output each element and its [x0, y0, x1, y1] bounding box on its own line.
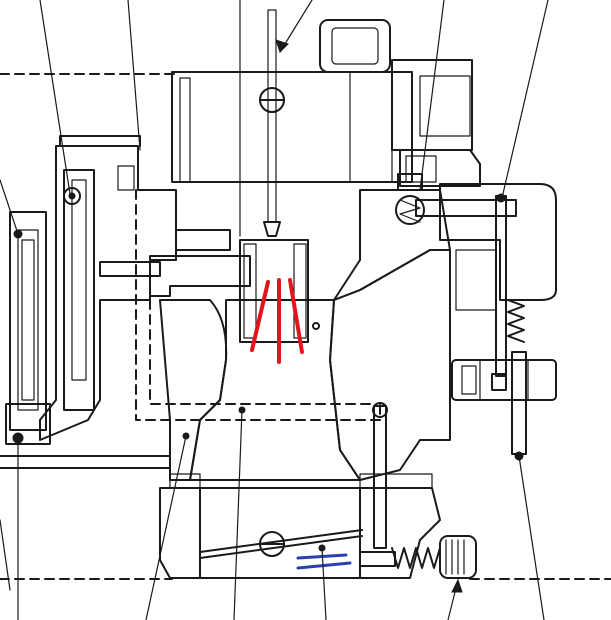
- upper-shoulder: [175, 189, 451, 301]
- upper-air-horn-housing: [171, 59, 473, 183]
- venturi-bore: [189, 299, 361, 481]
- fuel-spray: [250, 278, 304, 364]
- main-body-left: [159, 299, 228, 481]
- float-chamber-wall: [39, 135, 177, 441]
- main-body-right: [329, 249, 451, 481]
- main-jet-tube: [99, 239, 309, 343]
- metering-needle: [259, 9, 285, 237]
- throttle-lever: [491, 351, 527, 461]
- dashed-outline-passage: [135, 189, 381, 421]
- bleed-hole-marker: [312, 322, 320, 330]
- vent-plug: [63, 187, 81, 205]
- throttle-plate-marks: [296, 553, 352, 570]
- gasket-right: [359, 473, 433, 489]
- idle-adjust-screw: [359, 535, 477, 579]
- choke-spring: [395, 173, 425, 225]
- mounting-flange-line: [0, 455, 171, 469]
- hex-nut: [451, 359, 557, 401]
- idle-passage-pin: [372, 402, 388, 549]
- throttle-body: [159, 487, 441, 579]
- leader-lines: [0, 0, 549, 620]
- electrical-connector-block: [319, 19, 391, 73]
- choke-housing: [415, 183, 557, 311]
- vent-tube: [5, 211, 51, 445]
